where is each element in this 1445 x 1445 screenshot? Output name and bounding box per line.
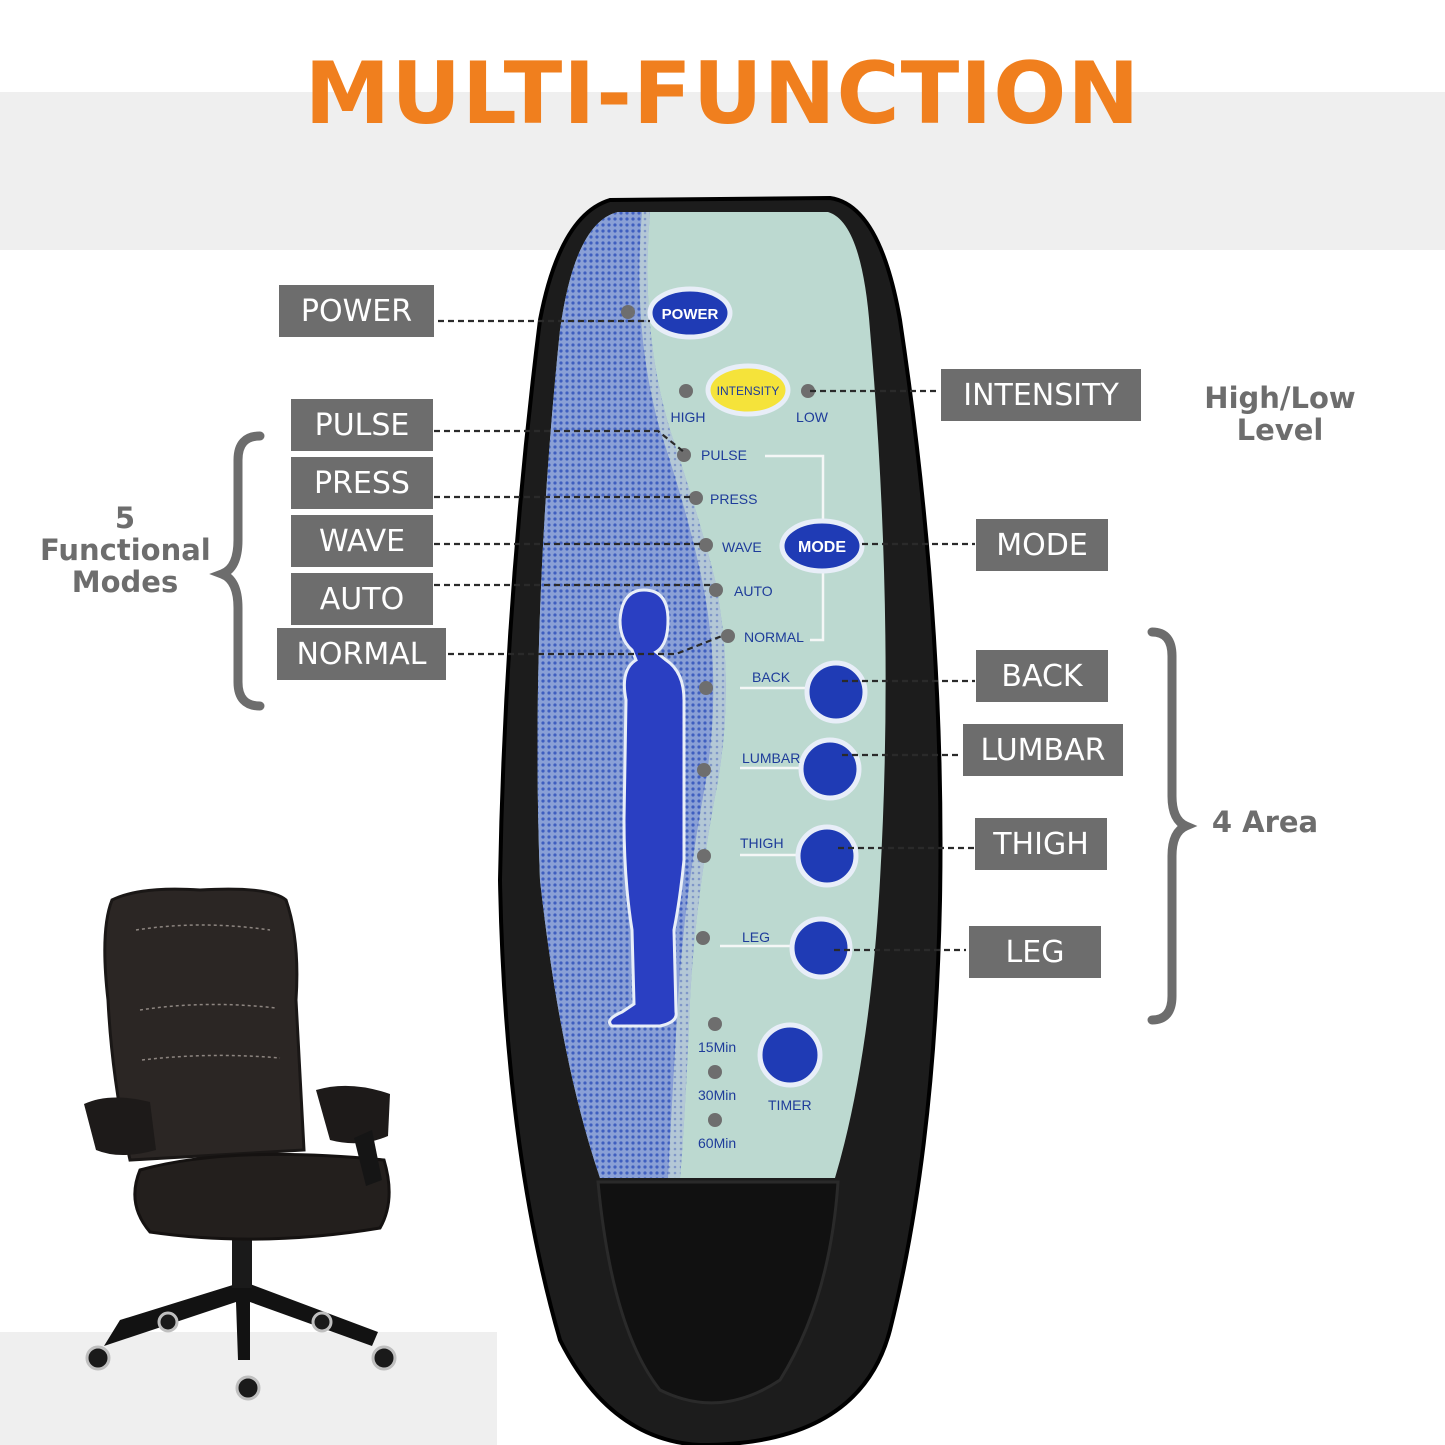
led-normal [721, 629, 735, 643]
remote-timer-label: TIMER [768, 1097, 812, 1113]
modes-brace [209, 431, 265, 711]
led-high [679, 384, 693, 398]
remote-lumbar-label: LUMBAR [742, 750, 800, 766]
normal-label: NORMAL [277, 628, 446, 680]
remote-pulse-label: PULSE [701, 447, 747, 463]
mode-label: MODE [976, 519, 1108, 571]
remote-60min-label: 60Min [698, 1135, 736, 1151]
remote-wave-label: WAVE [722, 539, 762, 555]
mode-button[interactable]: MODE [779, 518, 865, 574]
led-pulse [677, 448, 691, 462]
led-30min [708, 1065, 722, 1079]
power-label: POWER [279, 285, 434, 337]
remote-15min-label: 15Min [698, 1039, 736, 1055]
press-label: PRESS [291, 457, 433, 509]
thigh-button[interactable] [795, 824, 859, 888]
led-back [699, 681, 713, 695]
power-button[interactable]: POWER [647, 286, 733, 340]
modes-note-number: 5 [114, 501, 136, 535]
remote-leg-label: LEG [742, 929, 770, 945]
body-silhouette-icon [608, 588, 686, 1028]
led-press [689, 491, 703, 505]
intensity-note: High/Low Level [1204, 381, 1356, 447]
mode-button-label: MODE [798, 539, 846, 556]
remote-back-label: BACK [752, 669, 791, 685]
led-leg [696, 931, 710, 945]
thigh-label: THIGH [975, 818, 1107, 870]
remote-low-label: LOW [796, 409, 829, 425]
led-60min [708, 1113, 722, 1127]
modes-note-word2: Modes [71, 565, 179, 599]
lumbar-button[interactable] [798, 737, 862, 801]
pulse-label: PULSE [291, 399, 433, 451]
led-lumbar [697, 763, 711, 777]
led-thigh [697, 849, 711, 863]
leg-label: LEG [969, 926, 1101, 978]
remote-30min-label: 30Min [698, 1087, 736, 1103]
remote-press-label: PRESS [710, 491, 757, 507]
area-note: 4 Area [1211, 805, 1319, 839]
back-label: BACK [976, 650, 1108, 702]
area-brace [1147, 627, 1198, 1025]
led-15min [708, 1017, 722, 1031]
back-button[interactable] [804, 660, 868, 724]
led-low [801, 384, 815, 398]
timer-button[interactable] [757, 1022, 823, 1088]
remote-thigh-label: THIGH [740, 835, 784, 851]
modes-note-word1: Functional [40, 533, 211, 567]
led-auto [709, 583, 723, 597]
led-wave [699, 538, 713, 552]
wave-label: WAVE [291, 515, 433, 567]
leg-button[interactable] [789, 916, 853, 980]
auto-label: AUTO [291, 573, 433, 625]
remote-auto-label: AUTO [734, 583, 773, 599]
modes-note: 5 Functional Modes [40, 501, 211, 599]
office-chair-image [84, 887, 397, 1401]
remote-normal-label: NORMAL [744, 629, 804, 645]
lumbar-label: LUMBAR [963, 724, 1123, 776]
page-title: MULTI-FUNCTION [304, 44, 1141, 144]
power-button-label: POWER [662, 306, 719, 323]
intensity-button[interactable]: INTENSITY [705, 363, 791, 417]
led-power [621, 305, 635, 319]
remote-high-label: HIGH [671, 409, 706, 425]
callout-lines [434, 319, 975, 952]
intensity-button-label: INTENSITY [717, 384, 780, 398]
remote-grip [596, 1180, 840, 1405]
intensity-label: INTENSITY [941, 369, 1141, 421]
